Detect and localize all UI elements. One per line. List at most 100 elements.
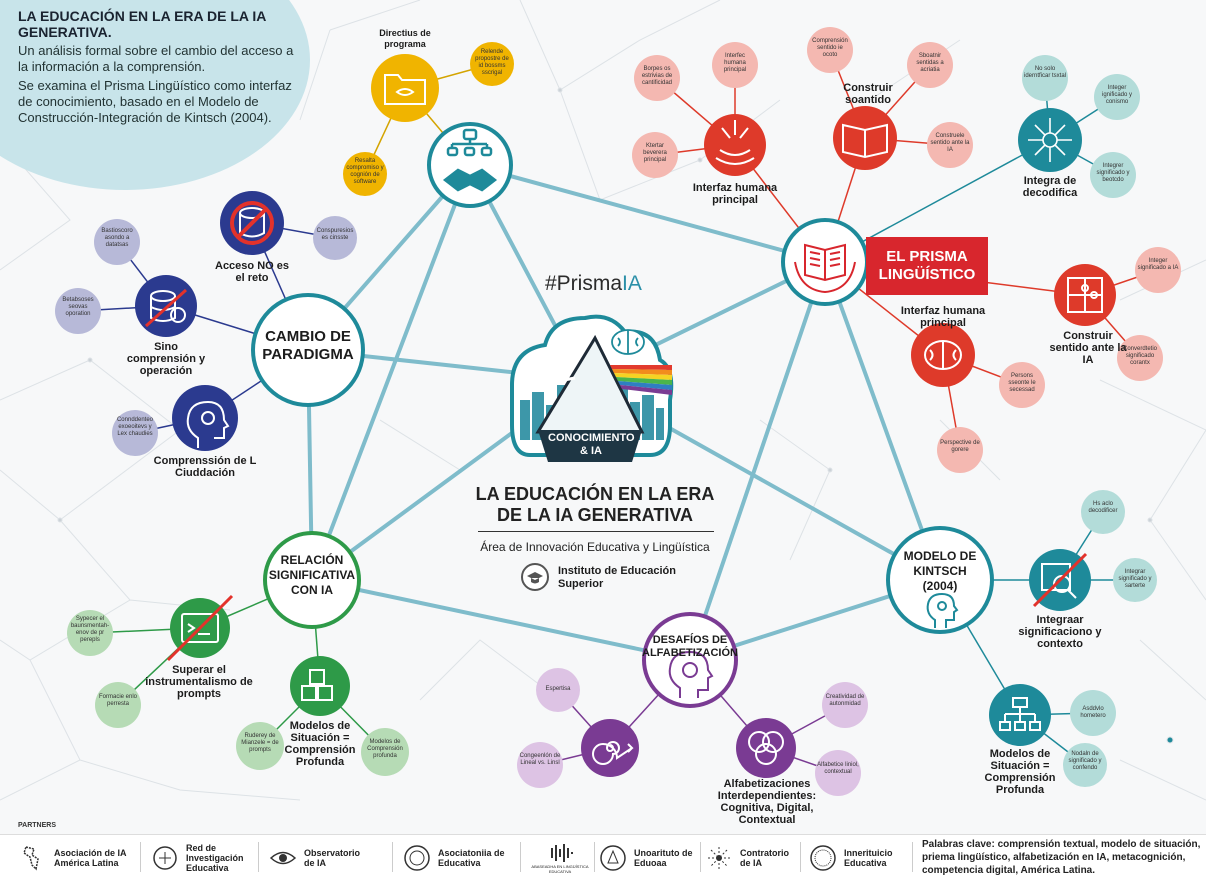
- intro-paragraph-2: Se examina el Prisma Lingüístico como in…: [18, 78, 292, 125]
- partner-2[interactable]: Red de Investigación Educativa: [150, 840, 252, 876]
- bubble-text: Modelos de Comprensión profunda: [367, 739, 403, 759]
- hub-kintsch: [886, 526, 994, 634]
- spiral-icon: [592, 741, 634, 765]
- bubble-text: Sboatnir sentidas a acriatia: [916, 53, 944, 73]
- label-acceso: Acceso NO es el reto: [215, 260, 289, 284]
- bubble-text: Connddenteo exoeoitevs y Lex chaudies: [116, 417, 154, 437]
- label-integra-decodifica: Integra de decodifica: [1022, 175, 1078, 199]
- intro-text: LA EDUCACIÓN EN LA ERA DE LA IA GENERATI…: [18, 8, 304, 129]
- bubble-text: Hs aclo decodificer: [1088, 501, 1118, 514]
- book-icon: [842, 123, 888, 159]
- hierarchy-icon: [999, 697, 1041, 731]
- center-cloud: [510, 314, 674, 462]
- partners-label: PARTNERS: [18, 822, 56, 829]
- soundwave-icon: [551, 844, 573, 862]
- keywords: Palabras clave: comprensión textual, mod…: [922, 839, 1201, 876]
- separator: [258, 842, 259, 872]
- hub-label-paradigma: CAMBIO DE PARADIGMA: [262, 328, 354, 363]
- institution: Instituto de Educación Superior: [520, 562, 720, 594]
- partner-8[interactable]: Innerituicio Educativa: [808, 840, 904, 876]
- bubble-text: Integrer significado y beotcdo: [1096, 163, 1130, 183]
- separator: [700, 842, 701, 872]
- hub-label-relacion: RELACIÓN SIGNIFICATIVA CON IA: [268, 553, 356, 597]
- seal-icon: [810, 845, 836, 871]
- bubble-text: Integer ignificado y conismo: [1101, 85, 1133, 105]
- bubble-text: Sypecer el baunsmentah-enov de pr perepl…: [70, 616, 110, 643]
- partner-4[interactable]: Asociatoniia de Educativa: [402, 840, 514, 876]
- terminal-icon: [181, 613, 219, 643]
- separator: [140, 842, 141, 872]
- hashtag-main: #Prisma: [545, 272, 623, 295]
- bubble-text: Congeenlón de Lineal vs. Linsl: [519, 753, 561, 766]
- hashtag-accent: IA: [622, 272, 642, 295]
- bubble-text: Integrar significado y sarterte: [1118, 569, 1152, 589]
- label-integraar: Integraar significaciono y contexto: [1018, 614, 1102, 650]
- institution-name: Instituto de Educación Superior: [558, 565, 676, 590]
- bubble-text: Asddvlo hometero: [1080, 706, 1106, 719]
- partner-5[interactable]: ABASEADHA EN LINGÜÍSTICA EDUCATIVA: [530, 840, 590, 876]
- label-interfaz-humana-2: Interfaz humana principal: [900, 305, 986, 329]
- cubes-icon: [301, 669, 333, 701]
- bubble-text: Formacie enlo perresta: [98, 694, 137, 707]
- hub-label-kintsch: MODELO DE KINTSCH (2004): [903, 549, 977, 593]
- label-construir-sentido: Construir sentido ante la IA: [1049, 330, 1127, 366]
- partner-3[interactable]: Observatorio de IA: [268, 840, 370, 876]
- head-icon: [186, 400, 230, 448]
- network-head-icon: [153, 846, 177, 870]
- hub-relacion: [263, 531, 361, 629]
- map-latam-icon: [23, 846, 39, 871]
- bubble-text: Ktertar beverera principal: [643, 143, 667, 163]
- bubble-text: Comprensión sentido ie ocoto: [812, 38, 848, 58]
- partner-name: Observatorio de IA: [304, 848, 361, 868]
- bubble-text: Construele sentido ante la IA: [930, 133, 970, 153]
- separator: [800, 842, 801, 872]
- hub-desafios: [642, 612, 738, 708]
- bubble-text: Betabsoses seovas oporation: [62, 297, 94, 317]
- bubble-text: Integer significado a IA: [1137, 258, 1179, 271]
- partner-7[interactable]: Contratorio de IA: [704, 840, 800, 876]
- hub-paradigma: [251, 293, 365, 407]
- bubble-text: Creatividad de autonmidad: [825, 694, 865, 707]
- hub-prisma: [781, 218, 869, 306]
- bubble-text: Persons sseonte le secessad: [1008, 373, 1036, 393]
- brain-icon: [611, 329, 645, 355]
- bubble-text: Relende propostre de id bossms sscrigal: [475, 49, 509, 76]
- eye-icon: [269, 851, 297, 865]
- main-rule: [478, 531, 714, 532]
- intro-paragraph-1: Un análisis formal sobre el cambio del a…: [18, 43, 294, 74]
- prisma-box: EL PRISMA LINGÜÍSTICO: [866, 237, 988, 295]
- label-modelos-situacion-1: Modelos de Situación = Comprensión Profu…: [284, 720, 356, 768]
- partner-name: Asociación de IA América Latina: [54, 848, 127, 868]
- partner-1[interactable]: Asociación de IA América Latina: [18, 840, 130, 876]
- partner-name: Innerituicio Educativa: [844, 848, 893, 868]
- puzzle-icon: [1067, 277, 1103, 313]
- partner-name: Contratorio de IA: [740, 848, 789, 868]
- bubble-text: No solo iderntficar tsxtal: [1024, 66, 1067, 79]
- bubble-text: Interfec humana principal: [723, 53, 747, 73]
- hub-handshake: [427, 122, 513, 208]
- bubble-text: Nodaln de significado y confendo: [1068, 751, 1102, 771]
- label-sino: Sino comprensión y operación: [126, 341, 206, 377]
- label-construir-soantido: Construir soantido: [843, 82, 893, 106]
- venn-icon: [748, 731, 784, 765]
- separator: [594, 842, 595, 872]
- footer: [0, 834, 1206, 881]
- label-modelos-situacion-2: Modelos de Situación = Comprensión Profu…: [984, 748, 1056, 796]
- bubble-text: Alfabetice liniol, contextual: [817, 762, 859, 775]
- seal-icon: [600, 845, 626, 871]
- database-icon: [144, 288, 188, 328]
- hashtag: #PrismaIA: [545, 272, 642, 296]
- head-icon: [926, 592, 959, 628]
- partner-6[interactable]: Unoarituto de Eduoaa: [598, 840, 700, 876]
- brain-icon: [924, 340, 962, 370]
- main-subtitle: Área de Innovación Educativa y Lingüísti…: [480, 540, 710, 554]
- bubble-text: Bastioscoro asondo a datatsas: [101, 228, 133, 248]
- partner-name-text: ABASEADHA EN LINGÜÍSTICA EDUCATIVA: [531, 864, 589, 874]
- head-icon: [668, 650, 714, 698]
- bubble-text: Perspective de gorere: [940, 440, 980, 453]
- small-bubbles: [55, 27, 1181, 796]
- bubble-text: Resalta compromiso y cognión de software: [346, 158, 384, 185]
- separator: [520, 842, 521, 872]
- book-icon: [794, 243, 856, 294]
